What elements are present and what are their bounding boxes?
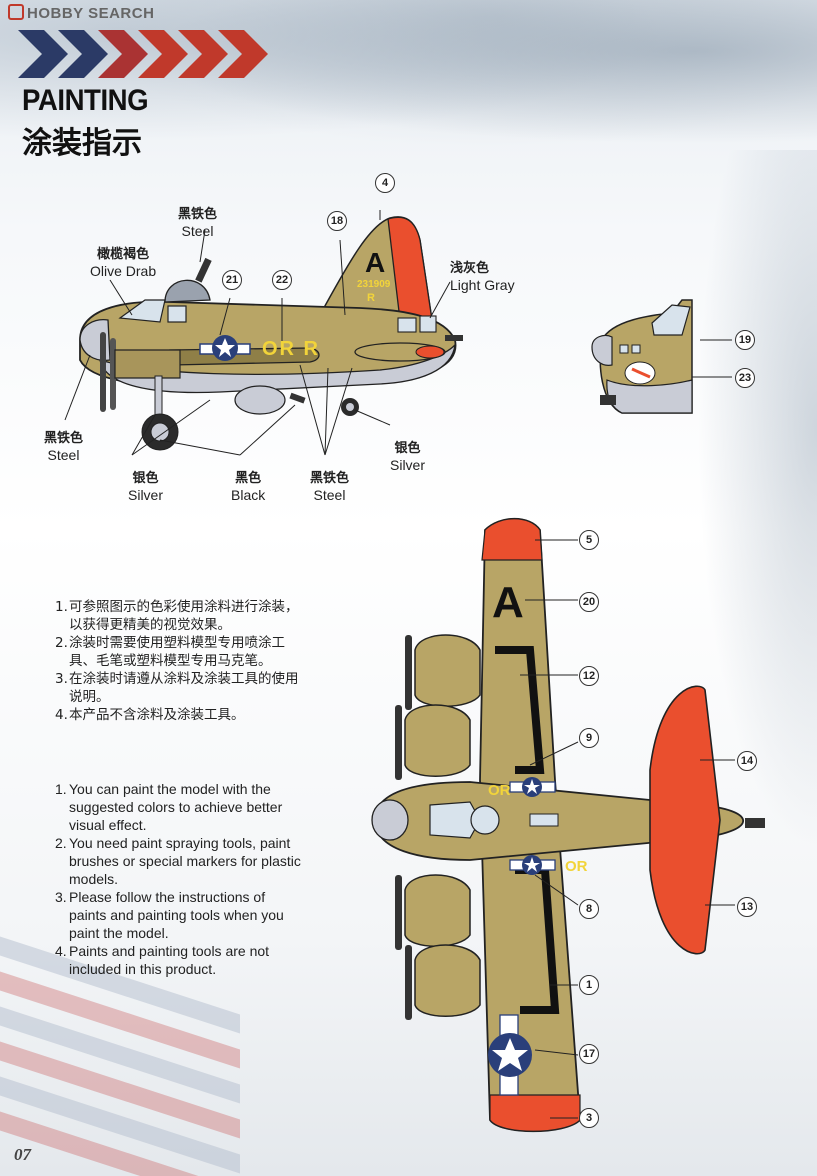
label-silver-left: 银色 Silver bbox=[128, 471, 164, 503]
tail-red-band bbox=[387, 216, 433, 321]
callout-21: 21 bbox=[222, 270, 242, 290]
wing-code-bottom: OR bbox=[565, 858, 588, 875]
wing-tip-bottom bbox=[489, 1094, 581, 1132]
callout-9: 9 bbox=[579, 728, 599, 748]
tail-serial: 231909 bbox=[357, 279, 391, 290]
callout-3: 3 bbox=[579, 1108, 599, 1128]
chevron-banner bbox=[18, 30, 268, 78]
top-turret bbox=[164, 279, 211, 303]
label-black: 黑色 Black bbox=[231, 471, 266, 503]
page-title-chinese: 涂装指示 bbox=[22, 126, 142, 161]
label-light-gray: 浅灰色 Light Gray bbox=[450, 261, 515, 293]
callout-14: 14 bbox=[737, 751, 757, 771]
callout-22: 22 bbox=[272, 270, 292, 290]
background-texture bbox=[697, 150, 817, 850]
wing-roundel-bottom-fuselage bbox=[509, 855, 556, 875]
callout-20: 20 bbox=[579, 592, 599, 612]
note-en-4: 4.Paints and painting tools are not incl… bbox=[55, 943, 270, 977]
tail-letter: A bbox=[365, 247, 386, 278]
note-cn-4: 4.本产品不含涂料及涂装工具。 bbox=[55, 707, 245, 723]
watermark-logo: HOBBY SEARCH bbox=[8, 4, 154, 22]
note-cn-3: 3.在涂装时请遵从涂料及涂装工具的使用说明。 bbox=[55, 671, 299, 705]
note-en-3: 3.Please follow the instructions of pain… bbox=[55, 889, 284, 941]
label-olive-drab: 橄榄褐色 Olive Drab bbox=[90, 247, 157, 279]
propeller bbox=[100, 332, 106, 412]
notes-english: 1.You can paint the model with the sugge… bbox=[55, 780, 305, 978]
callout-19: 19 bbox=[735, 330, 755, 350]
label-steel-top: 黑铁色 Steel bbox=[178, 207, 218, 239]
note-en-2: 2.You need paint spraying tools, paint b… bbox=[55, 835, 301, 887]
note-cn-2: 2.涂装时需要使用塑料模型专用喷涂工具、毛笔或塑料模型专用马克笔。 bbox=[55, 635, 285, 669]
header-background bbox=[0, 0, 817, 170]
label-steel-left: 黑铁色 Steel bbox=[44, 431, 84, 463]
top-view-plane bbox=[371, 517, 765, 1133]
note-en-1: 1.You can paint the model with the sugge… bbox=[55, 781, 283, 833]
callout-4: 4 bbox=[375, 173, 395, 193]
callout-1: 1 bbox=[579, 975, 599, 995]
callout-18: 18 bbox=[327, 211, 347, 231]
wing-roundel-lower bbox=[488, 1014, 532, 1096]
wing-code-top: OR bbox=[488, 782, 511, 799]
wing-roundel-top-fuselage bbox=[509, 777, 556, 797]
callout-12: 12 bbox=[579, 666, 599, 686]
wing-tip-top bbox=[481, 518, 543, 561]
fuselage-code: OR R bbox=[262, 338, 320, 360]
page-number: 07 bbox=[14, 1145, 31, 1164]
nose-detail-view bbox=[591, 299, 732, 414]
notes-chinese: 1.可参照图示的色彩使用涂料进行涂装，以获得更精美的视觉效果。 2.涂装时需要使… bbox=[55, 598, 305, 724]
callout-17: 17 bbox=[579, 1044, 599, 1064]
callout-23: 23 bbox=[735, 368, 755, 388]
fuselage-belly bbox=[99, 343, 456, 394]
propellers bbox=[395, 635, 412, 1020]
callout-8: 8 bbox=[579, 899, 599, 919]
horizontal-tail bbox=[649, 685, 721, 955]
tail-small-letter: R bbox=[367, 292, 375, 304]
label-steel-bottom: 黑铁色 Steel bbox=[310, 471, 350, 503]
engine-nacelles bbox=[404, 634, 481, 1017]
label-silver-right: 银色 Silver bbox=[390, 441, 426, 473]
page-title: PAINTING bbox=[22, 84, 149, 117]
side-view-plane bbox=[64, 210, 463, 456]
note-cn-1: 1.可参照图示的色彩使用涂料进行涂装，以获得更精美的视觉效果。 bbox=[55, 599, 299, 633]
wing-letter: A bbox=[492, 578, 524, 627]
callout-5: 5 bbox=[579, 530, 599, 550]
callout-13: 13 bbox=[737, 897, 757, 917]
